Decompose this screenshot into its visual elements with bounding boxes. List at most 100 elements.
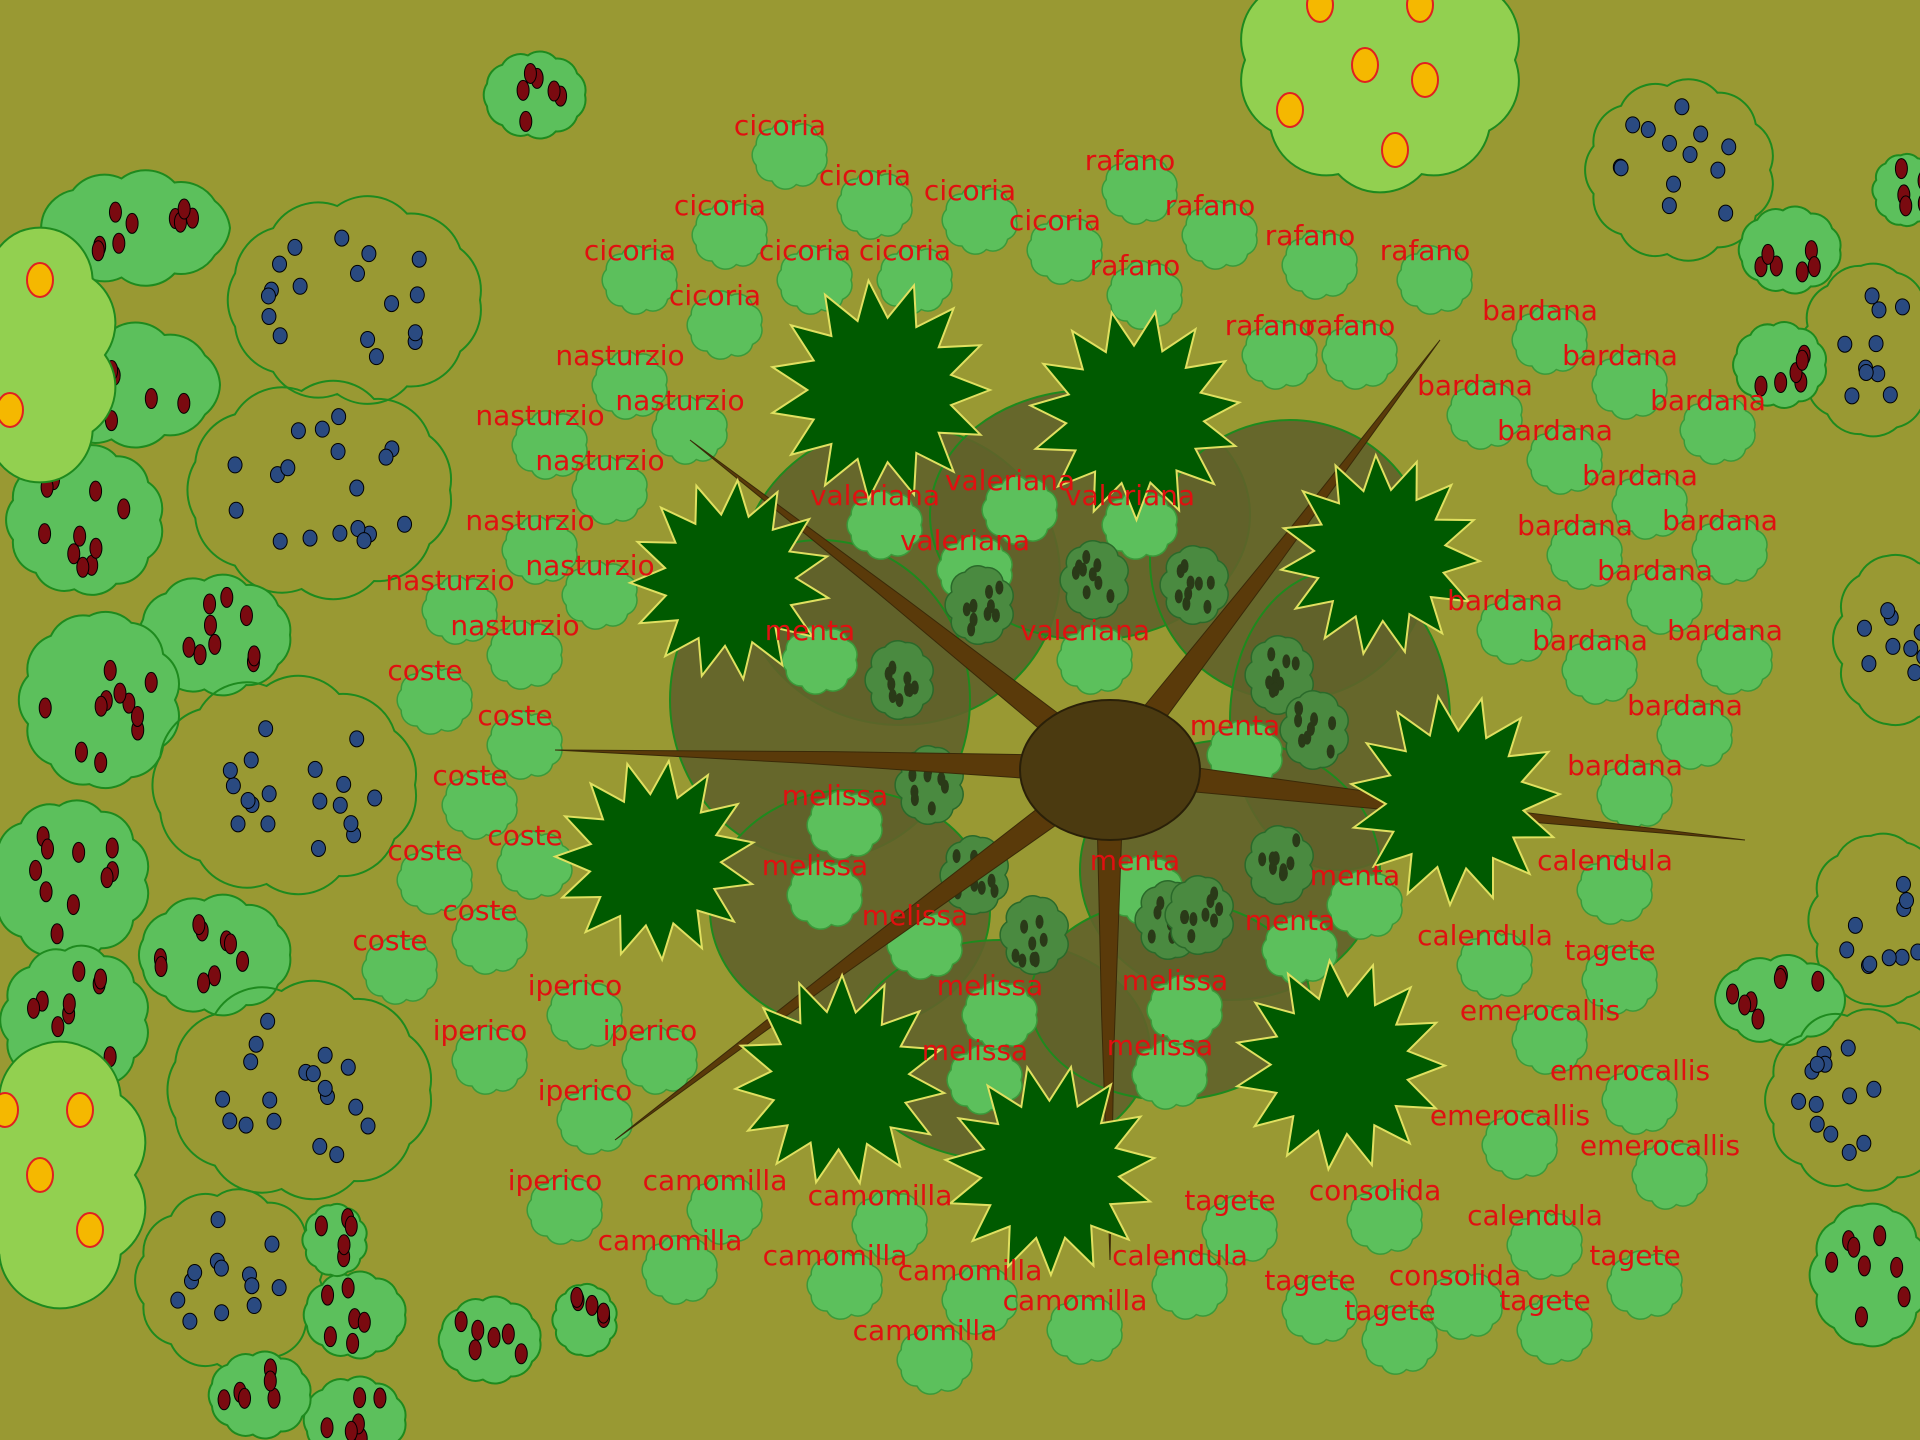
- tagete-label: tagete: [1184, 1184, 1275, 1217]
- nasturzio-label: nasturzio: [525, 549, 654, 582]
- cicoria-label: cicoria: [859, 234, 951, 267]
- shade-herb-icon: [1060, 541, 1128, 619]
- bardana-label: bardana: [1667, 614, 1783, 647]
- melissa-label: melissa: [1107, 1029, 1213, 1062]
- shade-herb-icon: [945, 566, 1013, 644]
- nasturzio-label: nasturzio: [535, 444, 664, 477]
- coste-label: coste: [387, 834, 462, 867]
- melissa-label: melissa: [762, 849, 868, 882]
- bardana-label: bardana: [1517, 509, 1633, 542]
- rafano-label: rafano: [1165, 189, 1256, 222]
- bardana-label: bardana: [1447, 584, 1563, 617]
- cicoria-label: cicoria: [819, 159, 911, 192]
- shade-herb-icon: [1000, 896, 1068, 974]
- menta-label: menta: [765, 614, 855, 647]
- consolida-label: consolida: [1309, 1174, 1441, 1207]
- cicoria-label: cicoria: [584, 234, 676, 267]
- valeriana-label: valeriana: [945, 464, 1075, 497]
- coste-label: coste: [432, 759, 507, 792]
- emerocallis-label: emerocallis: [1550, 1054, 1710, 1087]
- calendula-label: calendula: [1417, 919, 1553, 952]
- cicoria-label: cicoria: [674, 189, 766, 222]
- bardana-label: bardana: [1532, 624, 1648, 657]
- shade-herb-icon: [1160, 546, 1228, 624]
- camomilla-label: camomilla: [763, 1239, 908, 1272]
- bardana-label: bardana: [1650, 384, 1766, 417]
- bardana-label: bardana: [1567, 749, 1683, 782]
- iperico-label: iperico: [528, 969, 623, 1002]
- cicoria-label: cicoria: [759, 234, 851, 267]
- calendula-label: calendula: [1467, 1199, 1603, 1232]
- shade-herb-icon: [865, 641, 933, 719]
- emerocallis-label: emerocallis: [1430, 1099, 1590, 1132]
- cicoria-label: cicoria: [734, 109, 826, 142]
- shade-herb-icon: [1165, 876, 1233, 954]
- nasturzio-label: nasturzio: [475, 399, 604, 432]
- melissa-label: melissa: [782, 779, 888, 812]
- camomilla-label: camomilla: [808, 1179, 953, 1212]
- nasturzio-label: nasturzio: [615, 384, 744, 417]
- camomilla-label: camomilla: [898, 1254, 1043, 1287]
- tagete-label: tagete: [1264, 1264, 1355, 1297]
- menta-label: menta: [1310, 859, 1400, 892]
- iperico-label: iperico: [433, 1014, 528, 1047]
- shade-herb-icon: [1245, 826, 1313, 904]
- rafano-label: rafano: [1225, 309, 1316, 342]
- rafano-label: rafano: [1305, 309, 1396, 342]
- menta-label: menta: [1090, 844, 1180, 877]
- nasturzio-label: nasturzio: [450, 609, 579, 642]
- coste-label: coste: [387, 654, 462, 687]
- consolida-label: consolida: [1389, 1259, 1521, 1292]
- nasturzio-label: nasturzio: [555, 339, 684, 372]
- nasturzio-label: nasturzio: [385, 564, 514, 597]
- bardana-label: bardana: [1417, 369, 1533, 402]
- bardana-label: bardana: [1627, 689, 1743, 722]
- rafano-label: rafano: [1085, 144, 1176, 177]
- coste-label: coste: [487, 819, 562, 852]
- melissa-label: melissa: [862, 899, 968, 932]
- calendula-label: calendula: [1112, 1239, 1248, 1272]
- shade-herb-icon: [1280, 691, 1348, 769]
- emerocallis-label: emerocallis: [1460, 994, 1620, 1027]
- melissa-label: melissa: [922, 1034, 1028, 1067]
- cicoria-label: cicoria: [669, 279, 761, 312]
- valeriana-label: valeriana: [810, 479, 940, 512]
- menta-label: menta: [1190, 709, 1280, 742]
- iperico-label: iperico: [603, 1014, 698, 1047]
- red-berry-bush-icon: [302, 1204, 366, 1276]
- calendula-label: calendula: [1537, 844, 1673, 877]
- rafano-label: rafano: [1090, 249, 1181, 282]
- rafano-label: rafano: [1380, 234, 1471, 267]
- bardana-label: bardana: [1482, 294, 1598, 327]
- tagete-label: tagete: [1564, 934, 1655, 967]
- camomilla-label: camomilla: [1003, 1284, 1148, 1317]
- tagete-label: tagete: [1344, 1294, 1435, 1327]
- coste-label: coste: [352, 924, 427, 957]
- camomilla-label: camomilla: [643, 1164, 788, 1197]
- melissa-label: melissa: [1122, 964, 1228, 997]
- iperico-label: iperico: [508, 1164, 603, 1197]
- melissa-label: melissa: [937, 969, 1043, 1002]
- bardana-label: bardana: [1582, 459, 1698, 492]
- valeriana-label: valeriana: [900, 524, 1030, 557]
- cicoria-label: cicoria: [924, 174, 1016, 207]
- bardana-label: bardana: [1562, 339, 1678, 372]
- cicoria-label: cicoria: [1009, 204, 1101, 237]
- emerocallis-label: emerocallis: [1580, 1129, 1740, 1162]
- camomilla-label: camomilla: [598, 1224, 743, 1257]
- coste-label: coste: [477, 699, 552, 732]
- valeriana-label: valeriana: [1065, 479, 1195, 512]
- rafano-label: rafano: [1265, 219, 1356, 252]
- menta-label: menta: [1245, 904, 1335, 937]
- tree-trunk: [1020, 700, 1200, 840]
- iperico-label: iperico: [538, 1074, 633, 1107]
- bardana-label: bardana: [1597, 554, 1713, 587]
- red-berry-bush-icon: [552, 1284, 616, 1356]
- coste-label: coste: [442, 894, 517, 927]
- nasturzio-label: nasturzio: [465, 504, 594, 537]
- red-berry-bush-icon: [0, 800, 148, 959]
- bardana-label: bardana: [1662, 504, 1778, 537]
- valeriana-label: valeriana: [1020, 614, 1150, 647]
- camomilla-label: camomilla: [853, 1314, 998, 1347]
